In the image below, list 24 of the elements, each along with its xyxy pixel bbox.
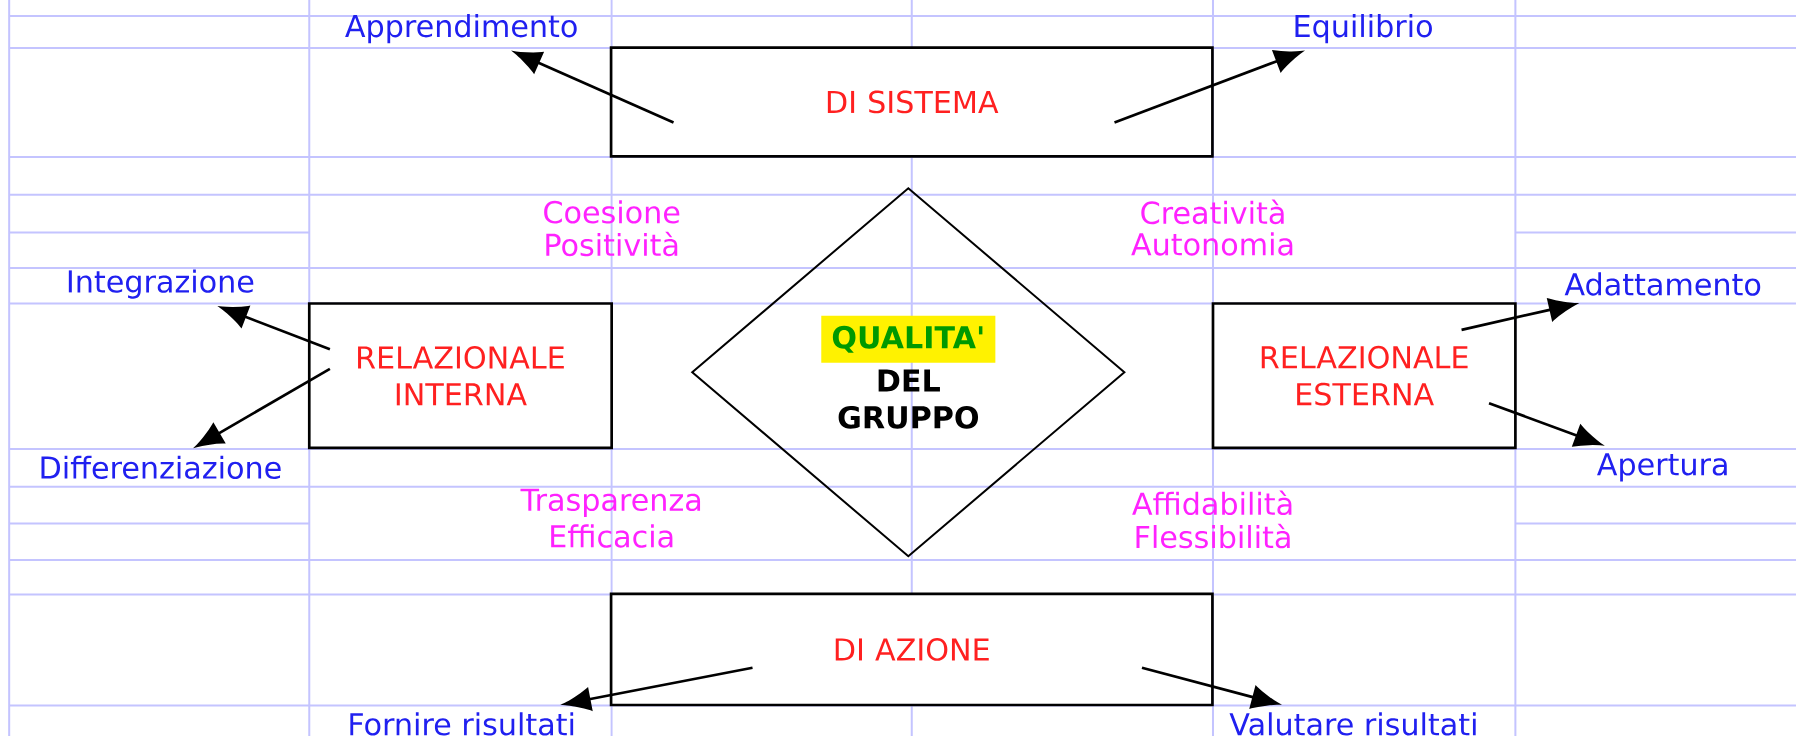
outcome-label: Apprendimento (345, 13, 577, 43)
quality-label: Coesione (544, 200, 680, 224)
process-box: RELAZIONALE INTERNA (307, 301, 613, 449)
process-box: DI SISTEMA (609, 45, 1214, 158)
arrow (1141, 666, 1279, 709)
arrow (1114, 50, 1302, 124)
arrow (220, 305, 331, 351)
outcome-label: Differenziazione (41, 455, 281, 479)
quality-label: Positività (546, 231, 678, 256)
outcome-label: Fornire risultati (350, 712, 574, 736)
arrow (1488, 401, 1602, 447)
process-box: RELAZIONALE ESTERNA (1211, 301, 1517, 449)
outcome-label: Apertura (1597, 452, 1727, 482)
quality-label: Autonomia (1131, 232, 1293, 256)
outcome-label: Adattamento (1564, 272, 1761, 296)
arrow (514, 51, 675, 124)
quality-label: Flessibilità (1136, 523, 1290, 549)
quality-label: Creatività (1141, 199, 1284, 224)
quality-label: Affidabilità (1132, 490, 1292, 515)
outcome-label: Equilibrio (1295, 13, 1432, 43)
quality-label: Efficacia (551, 524, 673, 548)
outcome-label: Integrazione (68, 269, 254, 299)
arrow (196, 367, 331, 447)
outcome-label: Valutare risultati (1229, 712, 1476, 736)
